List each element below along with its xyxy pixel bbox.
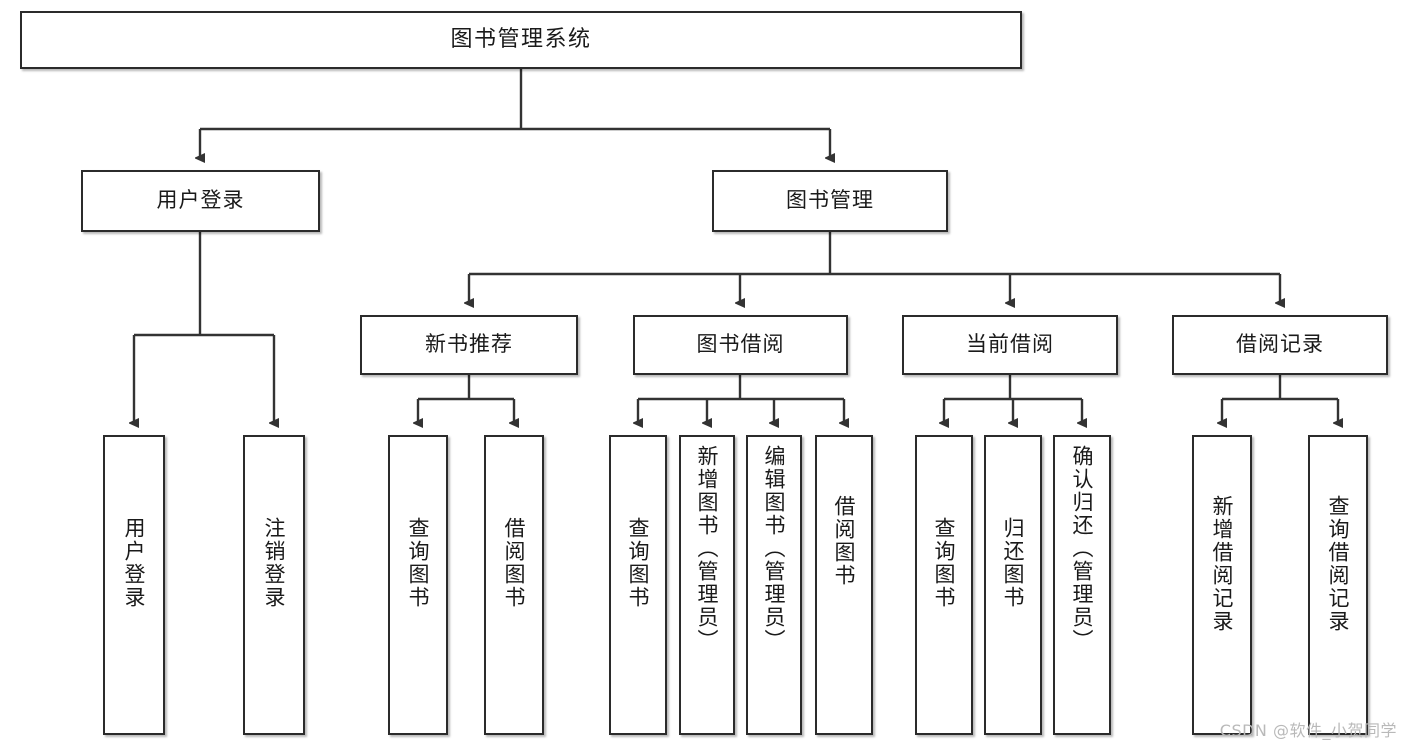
node-leaf-return-book-label: 归还图书 — [1001, 517, 1026, 609]
node-book-borrow[interactable]: 图书借阅 — [633, 315, 848, 375]
node-new-book-rec-label: 新书推荐 — [425, 332, 513, 357]
node-leaf-return-book[interactable]: 归还图书 — [984, 435, 1042, 735]
node-current-borrow-label: 当前借阅 — [966, 332, 1054, 357]
node-root[interactable]: 图书管理系统 — [20, 11, 1022, 69]
node-leaf-query-book-2-label: 查询图书 — [626, 517, 651, 609]
node-leaf-add-book[interactable]: 新增图书（管理员） — [679, 435, 735, 735]
node-leaf-query-record[interactable]: 查询借阅记录 — [1308, 435, 1368, 735]
node-leaf-borrow-book-2[interactable]: 借阅图书 — [815, 435, 873, 735]
node-user-login-label: 用户登录 — [156, 188, 245, 213]
node-leaf-query-book-3[interactable]: 查询图书 — [915, 435, 973, 735]
node-leaf-query-book-3-label: 查询图书 — [932, 517, 957, 609]
node-leaf-user-login-label: 用户登录 — [122, 517, 147, 609]
node-leaf-borrow-book-1[interactable]: 借阅图书 — [484, 435, 544, 735]
node-borrow-record-label: 借阅记录 — [1236, 332, 1324, 357]
node-leaf-query-record-label: 查询借阅记录 — [1326, 495, 1351, 633]
node-current-borrow[interactable]: 当前借阅 — [902, 315, 1118, 375]
node-book-manage[interactable]: 图书管理 — [712, 170, 948, 232]
node-user-login[interactable]: 用户登录 — [81, 170, 320, 232]
node-leaf-add-record-label: 新增借阅记录 — [1210, 495, 1235, 633]
node-leaf-confirm-return-label: 确认归还（管理员） — [1070, 445, 1095, 652]
node-book-borrow-label: 图书借阅 — [696, 332, 785, 357]
node-leaf-confirm-return[interactable]: 确认归还（管理员） — [1053, 435, 1111, 735]
node-leaf-user-logout-label: 注销登录 — [262, 517, 287, 609]
node-new-book-rec[interactable]: 新书推荐 — [360, 315, 578, 375]
node-leaf-query-book-2[interactable]: 查询图书 — [609, 435, 667, 735]
node-leaf-user-logout[interactable]: 注销登录 — [243, 435, 305, 735]
node-leaf-edit-book[interactable]: 编辑图书（管理员） — [746, 435, 802, 735]
node-book-manage-label: 图书管理 — [786, 188, 874, 213]
node-leaf-borrow-book-1-label: 借阅图书 — [502, 517, 527, 609]
node-root-label: 图书管理系统 — [450, 26, 592, 52]
node-leaf-add-book-label: 新增图书（管理员） — [695, 445, 720, 652]
node-borrow-record[interactable]: 借阅记录 — [1172, 315, 1388, 375]
csdn-watermark: CSDN @软件_小贺同学 — [1219, 721, 1397, 740]
node-leaf-add-record[interactable]: 新增借阅记录 — [1192, 435, 1252, 735]
node-leaf-query-book-1-label: 查询图书 — [406, 517, 431, 609]
node-leaf-user-login[interactable]: 用户登录 — [103, 435, 165, 735]
node-leaf-borrow-book-2-label: 借阅图书 — [832, 495, 857, 587]
node-leaf-query-book-1[interactable]: 查询图书 — [388, 435, 448, 735]
node-leaf-edit-book-label: 编辑图书（管理员） — [762, 445, 787, 652]
